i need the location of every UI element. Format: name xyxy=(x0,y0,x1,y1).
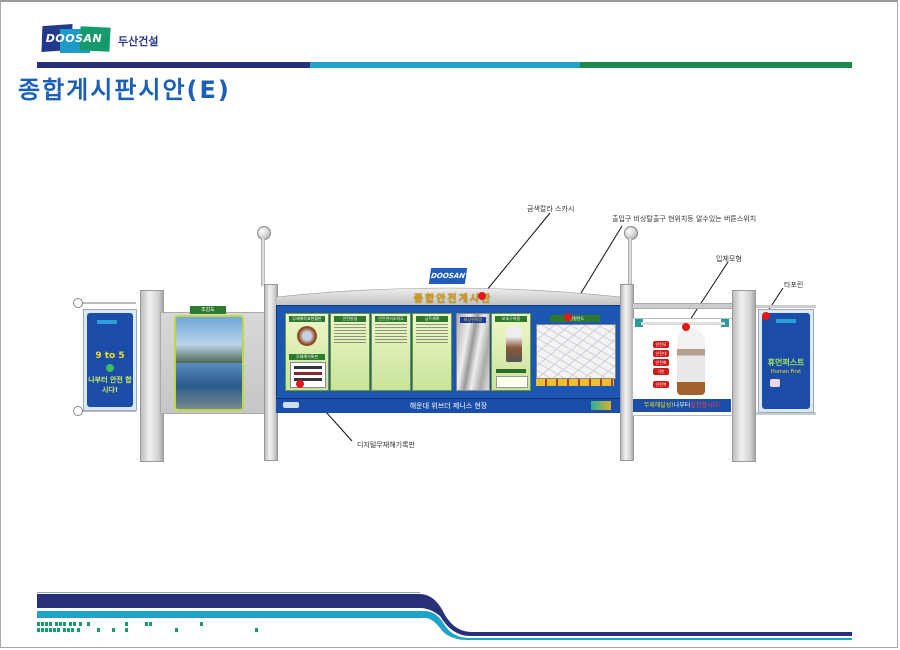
exit-buttons[interactable] xyxy=(536,379,614,386)
gallery-photos xyxy=(174,315,244,411)
footer-decoration xyxy=(37,592,852,640)
callout-digital-record: 디지털무재해기록판 xyxy=(357,441,415,449)
mascot-tag: 안전대 xyxy=(653,350,669,357)
left-banner-ring-top xyxy=(73,298,83,308)
mascot-tag: 각반 xyxy=(653,368,669,375)
mascot-tag: 안전모 xyxy=(653,341,669,348)
company-name: 두산건설 xyxy=(118,35,159,48)
footer-pixel-pattern xyxy=(37,622,258,632)
right-banner-headline: 휴먼퍼스트 xyxy=(767,358,805,367)
card-emergency: 비상연락망 xyxy=(456,313,490,391)
right-banner-rod-bottom xyxy=(756,412,816,415)
marker-3d-model xyxy=(682,323,690,331)
worker-mascot-icon xyxy=(506,326,522,362)
header-rule-navy xyxy=(37,62,310,68)
left-banner-logo xyxy=(97,320,117,324)
emblem-icon xyxy=(297,326,317,346)
callout-3d-model: 입체모형 xyxy=(716,255,742,263)
logo-text: DOOSAN xyxy=(45,32,103,45)
right-banner-rod-top xyxy=(756,305,816,308)
card-accident-free: 무재해목표현황판 무재해기록판 xyxy=(285,313,329,391)
sign-arch xyxy=(276,287,621,307)
callout-exit-button: 출입구 비상탈출구 현위치등 알수있는 버튼스위치 xyxy=(612,215,757,223)
marker-digital-record xyxy=(296,380,304,388)
sign-title: 종합안전게시판 xyxy=(413,294,493,305)
plus-icon xyxy=(106,364,114,372)
card-safety-policy: 안전방침 xyxy=(330,313,370,391)
marker-tarp xyxy=(762,312,770,320)
header-rule-teal xyxy=(310,62,580,68)
board-bottom-logo xyxy=(283,402,299,408)
right-banner-logo xyxy=(776,319,796,323)
left-banner-headline: 9 to 5 xyxy=(95,351,125,361)
callout-gold-lettering: 금색칼라 스카시 xyxy=(527,205,575,213)
mascot-caption: 무재해달성!나부터실천합시다! xyxy=(633,399,731,412)
sub-card-header: 무재해기록판 xyxy=(289,354,325,360)
doosan-logo: DOOSAN xyxy=(38,23,111,53)
right-banner: 휴먼퍼스트 Human First xyxy=(758,309,814,413)
gallery-label: 조감도 xyxy=(190,306,226,314)
right-banner-subline: Human First xyxy=(770,369,802,375)
left-banner-rod-bottom xyxy=(78,410,136,412)
digital-counter-icon xyxy=(591,401,611,410)
board-bottom-banner: 해운대 위브더 제니스 현장 xyxy=(276,398,621,413)
right-mascot-panel: 안전모 안전대 안전화 각반 안전복 무재해달성!나부터실천합시다! xyxy=(632,318,734,416)
mascot-tag: 안전복 xyxy=(653,381,669,388)
left-lamp-pole xyxy=(261,238,265,286)
card-weekly-plan: 금주계획 xyxy=(412,313,452,391)
site-name: 해운대 위브더 제니스 현장 xyxy=(409,402,488,410)
marker-exit-button xyxy=(564,313,572,321)
card-site-plan: 현장평면도 xyxy=(534,313,616,389)
right-outer-post xyxy=(732,290,756,462)
photo-harbor xyxy=(176,363,242,409)
left-banner-ring-bottom xyxy=(73,406,83,416)
page-title: 종합게시판시안(E) xyxy=(18,76,231,104)
left-banner: 9 to 5 나부터 안전 합시다! xyxy=(83,309,137,411)
marker-gold-lettering xyxy=(478,292,486,300)
badge-icon xyxy=(770,379,780,387)
worker-3d-mascot xyxy=(677,329,705,395)
sign-doosan-logo: DOOSAN xyxy=(428,268,468,284)
right-lamp-pole xyxy=(628,238,632,286)
header-rule-green xyxy=(580,62,852,68)
callout-tarp: 타포린 xyxy=(784,281,804,289)
mascot-tag: 안전화 xyxy=(653,359,669,366)
photo-towers xyxy=(176,317,242,363)
left-banner-rod-top xyxy=(78,302,136,304)
left-banner-subline: 나부터 안전 합시다! xyxy=(88,376,132,394)
site-map xyxy=(536,324,616,379)
card-ppe: 보호구착용 xyxy=(491,313,531,391)
card-safety-org: 안전관리조직도 xyxy=(371,313,411,391)
right-panel-rail xyxy=(632,303,734,309)
